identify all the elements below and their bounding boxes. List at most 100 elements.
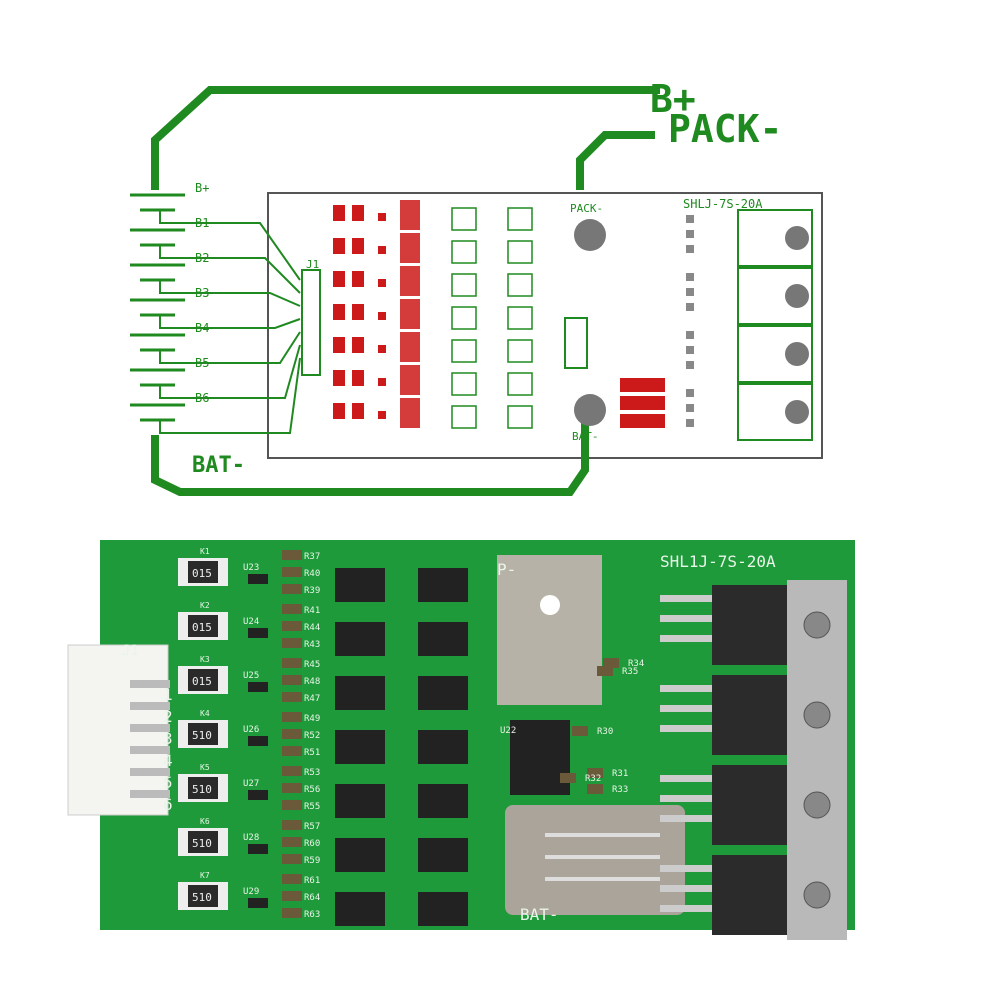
mosfet-lead xyxy=(660,865,712,872)
optocoupler xyxy=(335,892,385,926)
optocoupler xyxy=(451,207,477,231)
connector-j1 xyxy=(301,269,321,376)
shunt-pad xyxy=(352,337,364,353)
shunt-ref: K5 xyxy=(200,763,210,772)
tab-screw xyxy=(803,611,831,639)
resistor-ref: R39 xyxy=(304,586,320,596)
bat-minus-pad xyxy=(505,805,685,915)
sot-ic xyxy=(248,736,268,746)
mosfet-tab-hole xyxy=(785,284,809,308)
smd-resistor xyxy=(282,604,302,614)
mosfet-lead xyxy=(660,905,712,912)
ic-ref: U26 xyxy=(243,725,259,735)
shunt-value: 015 xyxy=(192,567,212,580)
resistor-ref: R59 xyxy=(304,856,320,866)
mosfet-pin xyxy=(686,361,694,369)
balance-wire xyxy=(159,245,301,294)
pack-pad xyxy=(574,219,606,251)
resistor-ref: R35 xyxy=(622,667,638,677)
ic-pad xyxy=(378,345,386,353)
smd-resistor xyxy=(282,800,302,810)
mosfet-pin xyxy=(686,245,694,253)
shunt-pad xyxy=(352,304,364,320)
shunt-ref: K3 xyxy=(200,655,210,664)
shunt-ref: K4 xyxy=(200,709,210,718)
ic-ref: U27 xyxy=(243,779,259,789)
mosfet-lead xyxy=(660,635,712,642)
tab-screw xyxy=(803,791,831,819)
mosfet-lead xyxy=(660,725,712,732)
mosfet-lead xyxy=(660,705,712,712)
mount-hole xyxy=(540,595,560,615)
optocoupler xyxy=(418,568,468,602)
smd-resistor xyxy=(587,768,603,778)
connector-pin xyxy=(130,768,170,776)
resistor-ref: R55 xyxy=(304,802,320,812)
pcb-photo: 123456015K1U23R37R40R39015K2U24R41R44R43… xyxy=(67,540,855,940)
smd-resistor xyxy=(282,658,302,668)
resistor-ref: R47 xyxy=(304,694,320,704)
shunt-pad xyxy=(352,370,364,386)
optocoupler xyxy=(507,207,533,231)
shunt-body xyxy=(188,885,218,907)
optocoupler xyxy=(418,676,468,710)
pack-minus-label: PACK- xyxy=(668,107,782,151)
shunt-pad xyxy=(352,403,364,419)
optocoupler xyxy=(507,306,533,330)
connector-pin xyxy=(130,702,170,710)
smd-resistor xyxy=(282,675,302,685)
resistor-pads xyxy=(400,398,420,428)
tab-screw xyxy=(803,701,831,729)
sot-ic xyxy=(248,844,268,854)
mosfet-pin xyxy=(686,215,694,223)
balance-wire xyxy=(159,357,301,434)
resistor-ref: R57 xyxy=(304,822,320,832)
pack-minus-wire xyxy=(576,131,655,190)
ic-ref: U29 xyxy=(243,887,259,897)
mosfet-pin xyxy=(686,389,694,397)
smd-resistor xyxy=(282,550,302,560)
resistor-ref: R45 xyxy=(304,660,320,670)
resistor-ref: R32 xyxy=(585,774,601,784)
resistor-ref: R48 xyxy=(304,677,320,687)
resistor-pads xyxy=(400,233,420,263)
bat-minus-wire xyxy=(151,410,589,496)
mosfet-pin xyxy=(686,404,694,412)
optocoupler xyxy=(418,622,468,656)
bat-minus-label: BAT- xyxy=(192,453,245,478)
resistor-ref: R56 xyxy=(304,785,320,795)
resistor-ref: R31 xyxy=(612,769,628,779)
optocoupler xyxy=(418,784,468,818)
optocoupler xyxy=(451,339,477,363)
bat-minus-label: BAT- xyxy=(520,905,559,924)
smd-resistor xyxy=(282,692,302,702)
p-minus-label: P- xyxy=(497,560,516,579)
pin-label: 3 xyxy=(163,729,173,748)
connector-label: J1 xyxy=(306,258,319,271)
smd-resistor xyxy=(282,638,302,648)
resistor-ref: R37 xyxy=(304,552,320,562)
optocoupler xyxy=(451,306,477,330)
bat-resistor xyxy=(620,396,665,410)
schematic-components xyxy=(333,200,813,441)
shunt-value: 510 xyxy=(192,783,212,796)
shunt-pad xyxy=(352,271,364,287)
ic-pad xyxy=(378,213,386,221)
bat-resistor xyxy=(620,378,665,392)
cell-label: B5 xyxy=(195,356,209,370)
smd-resistor xyxy=(282,621,302,631)
shunt-value: 510 xyxy=(192,891,212,904)
cell-label: B3 xyxy=(195,286,209,300)
board-model-label: SHLJ-7S-20A xyxy=(683,197,763,211)
smd-resistor xyxy=(282,837,302,847)
sot-ic xyxy=(248,682,268,692)
connector-pin xyxy=(130,724,170,732)
shunt-body xyxy=(188,669,218,691)
smd-resistor xyxy=(282,891,302,901)
shunt-pad xyxy=(333,238,345,254)
optocoupler xyxy=(418,838,468,872)
mosfet-tab-hole xyxy=(785,342,809,366)
board-pack-label: PACK- xyxy=(570,202,603,215)
optocoupler xyxy=(507,339,533,363)
shunt-pad xyxy=(333,205,345,221)
